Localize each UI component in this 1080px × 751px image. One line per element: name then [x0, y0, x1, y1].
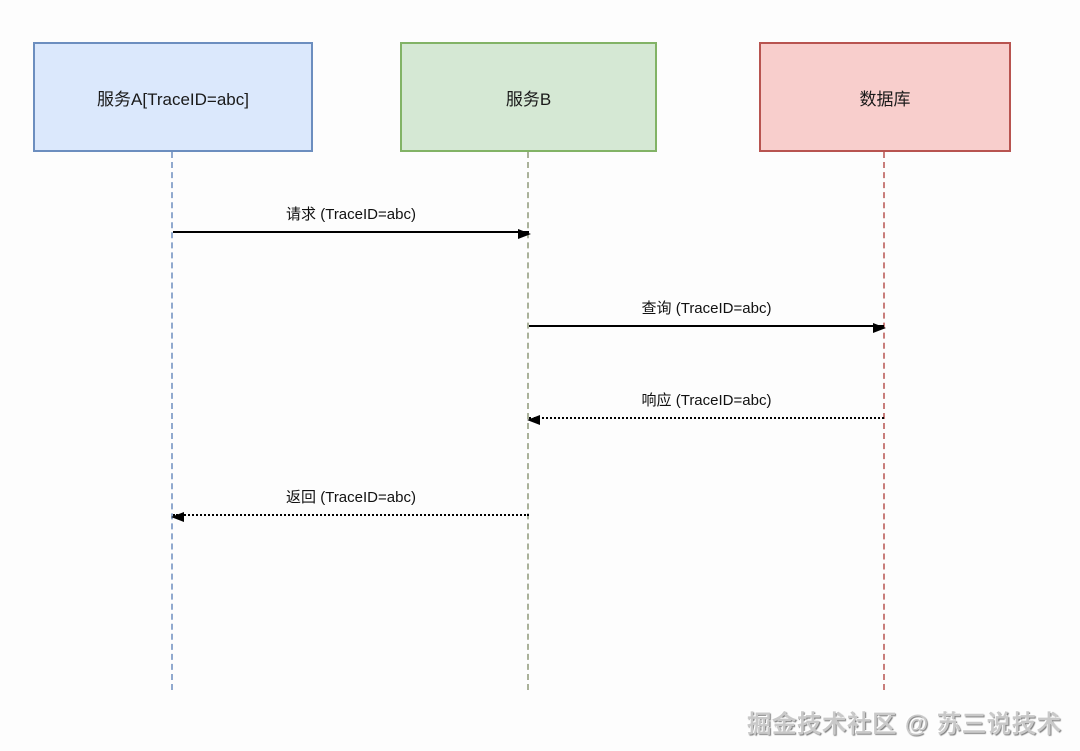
arrowhead-right-icon — [518, 229, 531, 239]
message-return: 返回 (TraceID=abc) — [171, 486, 529, 522]
message-response-label: 响应 (TraceID=abc) — [641, 392, 772, 409]
participant-database: 数据库 — [759, 42, 1011, 152]
lifeline-database — [883, 152, 885, 690]
message-request-line — [173, 229, 531, 239]
arrowhead-left-icon — [171, 512, 184, 522]
participant-service-a: 服务A[TraceID=abc] — [33, 42, 313, 152]
message-request-label: 请求 (TraceID=abc) — [286, 206, 416, 223]
arrowhead-left-icon — [527, 415, 540, 425]
message-response-line — [527, 415, 884, 425]
participant-database-label: 数据库 — [859, 89, 911, 109]
message-query-label: 查询 (TraceID=abc) — [641, 300, 772, 317]
message-response: 响应 (TraceID=abc) — [527, 389, 884, 425]
message-query-line — [529, 323, 886, 333]
message-return-line — [171, 512, 529, 522]
participant-service-a-label: 服务A[TraceID=abc] — [97, 89, 249, 109]
participant-service-b-label: 服务B — [505, 89, 552, 109]
message-request: 请求 (TraceID=abc) — [173, 203, 531, 239]
watermark: 掘金技术社区 @ 苏三说技术 — [747, 711, 1062, 738]
participant-service-b: 服务B — [400, 42, 657, 152]
lifeline-service-a — [171, 152, 173, 690]
message-query: 查询 (TraceID=abc) — [529, 297, 886, 333]
arrowhead-right-icon — [873, 323, 886, 333]
message-return-label: 返回 (TraceID=abc) — [286, 489, 416, 506]
